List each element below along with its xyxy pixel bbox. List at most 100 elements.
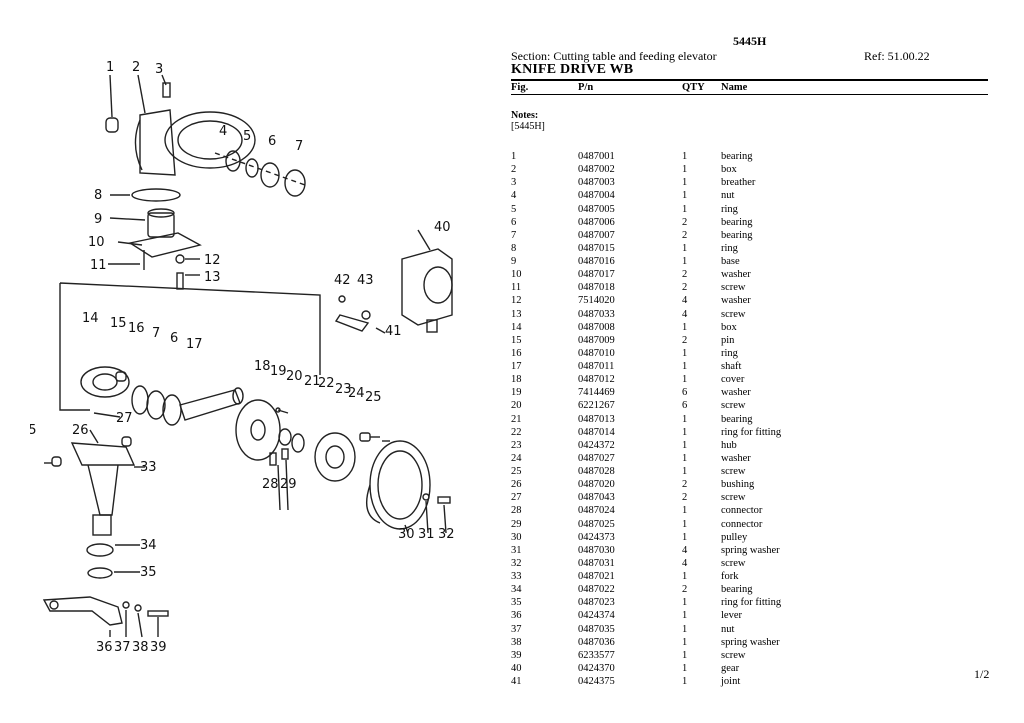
part-fig: 21: [511, 413, 522, 425]
part-number: 7514020: [578, 295, 615, 307]
part-number: 0487021: [578, 571, 615, 582]
part-number: 0487017: [578, 269, 615, 281]
part-fig: 36: [511, 610, 522, 622]
part-name: screw: [721, 400, 746, 412]
part-name: screw: [721, 466, 746, 477]
callout-15: 15: [110, 316, 127, 331]
column-header-name: Name: [721, 82, 748, 93]
part-name: ring for fitting: [721, 426, 782, 438]
part-fig: 9: [511, 256, 517, 267]
page-title: KNIFE DRIVE WB: [511, 62, 634, 77]
part-fig: 14: [511, 321, 522, 333]
part-number: 0487023: [578, 597, 615, 609]
callout-4: 4: [219, 124, 227, 139]
callout-22: 22: [318, 376, 335, 391]
callout-35: 35: [140, 565, 157, 580]
part-name: box: [721, 164, 737, 176]
callout-36: 36: [96, 640, 113, 655]
part-qty: 1: [682, 164, 688, 176]
part-name: ring: [721, 203, 738, 215]
part-number: 0424370: [578, 662, 615, 674]
part-fig: 29: [511, 518, 522, 530]
part-name: connector: [721, 505, 763, 517]
part-fig: 38: [511, 636, 522, 648]
part-name: pulley: [721, 531, 748, 543]
part-fig: 18: [511, 374, 522, 386]
part-name: ring: [721, 347, 738, 359]
part-qty: 1: [682, 439, 688, 451]
column-header-fig: Fig.: [511, 82, 529, 93]
part-number: 0487012: [578, 374, 615, 386]
part-qty: 1: [682, 256, 688, 267]
part-qty: 1: [682, 505, 688, 517]
part-name: washer: [721, 452, 751, 464]
part-name: bearing: [721, 151, 753, 162]
part-qty: 2: [682, 492, 688, 504]
part-fig: 10: [511, 269, 522, 281]
part-qty: 1: [682, 662, 688, 674]
part-name: washer: [721, 295, 751, 307]
part-name: ring: [721, 242, 738, 254]
part-qty: 2: [682, 282, 688, 294]
part-name: bearing: [721, 584, 753, 596]
part-qty: 1: [682, 636, 688, 648]
callout-1: 1: [106, 60, 114, 75]
part-qty: 1: [682, 623, 688, 635]
model-number: 5445H: [733, 34, 767, 48]
part-name: base: [721, 256, 740, 267]
part-fig: 20: [511, 400, 522, 412]
part-fig: 40: [511, 662, 522, 674]
callout-39: 39: [150, 640, 167, 655]
part-number: 6233577: [578, 649, 615, 661]
part-name: bushing: [721, 479, 755, 491]
part-number: 0424372: [578, 439, 615, 451]
column-header-pn: P/n: [578, 82, 594, 93]
part-name: nut: [721, 623, 735, 635]
part-fig: 3: [511, 177, 517, 189]
callout-27: 27: [116, 411, 133, 426]
part-number: 0487008: [578, 321, 615, 333]
part-name: connector: [721, 518, 763, 530]
part-qty: 1: [682, 676, 688, 687]
part-qty: 4: [682, 557, 688, 569]
callout-29: 29: [280, 477, 297, 492]
part-number: 0487002: [578, 164, 615, 176]
part-fig: 17: [511, 361, 522, 372]
column-header-qty: QTY: [682, 82, 705, 93]
part-number: 0424373: [578, 531, 615, 543]
callout-42: 42: [334, 273, 351, 288]
part-qty: 1: [682, 571, 688, 582]
part-qty: 1: [682, 426, 688, 438]
callout-14: 14: [82, 311, 99, 326]
part-number: 0487028: [578, 466, 615, 477]
part-fig: 41: [511, 676, 522, 687]
callout-34: 34: [140, 538, 157, 553]
callout-11: 11: [90, 258, 107, 273]
part-name: bearing: [721, 216, 753, 228]
part-number: 6221267: [578, 400, 615, 412]
notes-label: Notes:: [511, 110, 539, 121]
part-number: 0487015: [578, 242, 615, 254]
part-fig: 5: [511, 203, 517, 215]
part-fig: 8: [511, 242, 517, 254]
part-qty: 1: [682, 151, 688, 162]
part-number: 0487022: [578, 584, 615, 596]
callout-15b: 15: [30, 423, 37, 438]
